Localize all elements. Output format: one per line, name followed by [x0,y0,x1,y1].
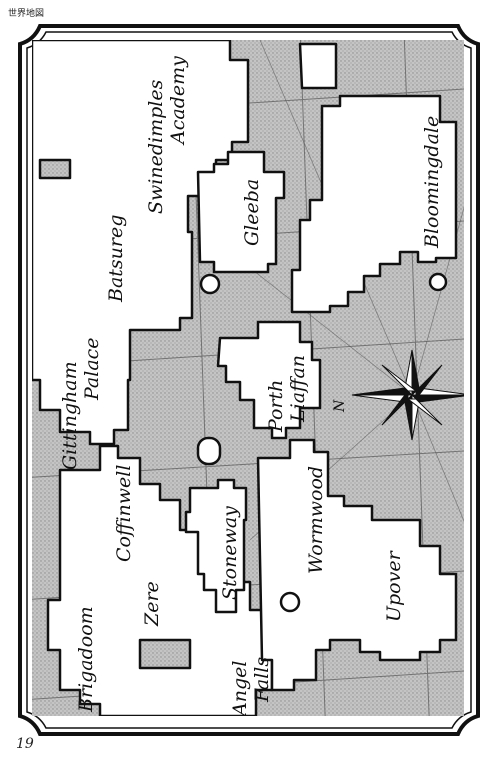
place-labels: Swinedimples Academy Batsureg Gleeba Blo… [59,56,443,719]
label-brigadoom: Brigadoom [75,606,97,713]
label-zere: Zere [141,581,163,627]
label-stoneway: Stoneway [219,506,241,600]
island-stoneway [184,478,248,614]
page-number: 19 [16,736,34,752]
islet-3 [279,591,301,613]
label-swinedimples: Swinedimples Academy [145,56,189,214]
island-bloomingdale [290,94,458,314]
island-southeast [256,438,458,692]
chapter-mark: 世界地図 [8,9,45,19]
label-wormwood: Wormwood [305,466,327,574]
islet-1 [199,273,221,295]
small-island-nw [298,42,338,90]
island-northwest [32,40,250,446]
islet-2 [428,272,448,292]
islet-4 [196,436,222,466]
label-gleeba: Gleeba [241,179,263,246]
label-upover: Upover [383,549,405,622]
compass-north-label: N [332,399,348,413]
island-porth [216,320,322,440]
island-southwest [46,444,274,716]
label-coffinwell: Coffinwell [113,465,135,562]
island-northwest-inlet [38,158,72,180]
land-masses [32,40,458,716]
label-porth: Porth Liaffan [265,355,309,433]
label-angel-falls: Angel Falls [229,655,273,719]
island-gleeba [196,150,286,274]
island-southwest-inlet [138,638,192,670]
label-bloomingdale: Bloomingdale [421,116,443,249]
label-gittingham: Gittingham Palace [59,337,103,470]
label-batsureg: Batsureg [105,215,127,303]
compass-rose [351,349,464,441]
